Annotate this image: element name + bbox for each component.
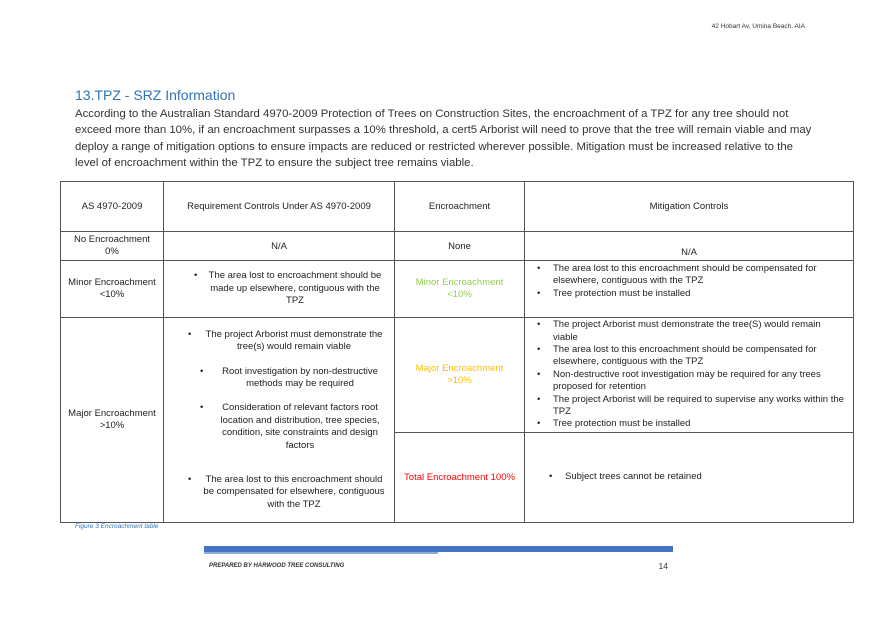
table-row-total: Total Encroachment 100% Subject trees ca…: [61, 432, 854, 523]
col-header-encroachment: Encroachment: [394, 181, 525, 232]
list-item: Non-destructive root investigation may b…: [535, 369, 847, 394]
no-enc-encroachment: None: [394, 231, 525, 261]
page-number: 14: [658, 561, 668, 571]
list-item: Consideration of relevant factors root l…: [186, 402, 388, 452]
minor-requirements: The area lost to encroachment should be …: [163, 260, 395, 318]
list-item: Root investigation by non-destructive me…: [186, 366, 388, 391]
list-item: The area lost to this encroachment shoul…: [186, 474, 388, 511]
footer-prepared-by: PREPARED BY HARWOOD TREE CONSULTING: [209, 563, 345, 569]
major-encroachment: Major Encroachment>10%: [394, 317, 525, 433]
list-item: The project Arborist must demonstrate th…: [186, 329, 388, 354]
list-item: Tree protection must be installed: [535, 418, 847, 431]
list-item: The area lost to encroachment should be …: [192, 270, 384, 307]
intro-paragraph: According to the Australian Standard 497…: [75, 108, 812, 170]
col-header-requirements: Requirement Controls Under AS 4970-2009: [163, 181, 395, 232]
no-enc-mitigation: N/A: [524, 231, 854, 261]
col-header-standard: AS 4970-2009: [60, 181, 164, 232]
header-address: 42 Hobart Av, Umina Beach. AIA: [711, 23, 805, 30]
figure-caption: Figure 3 Encroachment table: [75, 523, 159, 530]
list-item: The area lost to this encroachment shoul…: [535, 344, 847, 369]
row-label-major: Major Encroachment>10%: [60, 317, 164, 523]
total-encroachment: Total Encroachment 100%: [394, 432, 525, 523]
encroachment-table: AS 4970-2009 Requirement Controls Under …: [60, 181, 854, 523]
minor-encroachment: Minor Encroachment<10%: [394, 260, 525, 318]
no-enc-requirement: N/A: [163, 231, 395, 261]
total-mitigation: Subject trees cannot be retained: [524, 432, 854, 523]
section-title: 13.TPZ - SRZ Information: [75, 87, 236, 103]
footer-divider-bar: [204, 546, 673, 552]
list-item: The project Arborist must demonstrate th…: [535, 319, 847, 344]
col-header-mitigation: Mitigation Controls: [524, 181, 854, 232]
minor-mitigation: The area lost to this encroachment shoul…: [524, 260, 854, 318]
table-header-row: AS 4970-2009 Requirement Controls Under …: [60, 181, 854, 232]
list-item: Subject trees cannot be retained: [547, 471, 847, 484]
footer-divider-accent: [204, 552, 438, 554]
table-row-major: Major Encroachment>10% The project Arbor…: [60, 317, 854, 523]
row-label-minor: Minor Encroachment<10%: [60, 260, 164, 318]
table-row-minor: Minor Encroachment<10% The area lost to …: [60, 260, 854, 318]
major-requirements: The project Arborist must demonstrate th…: [163, 317, 395, 523]
list-item: The project Arborist will be required to…: [535, 394, 847, 419]
list-item: The area lost to this encroachment shoul…: [535, 263, 847, 288]
list-item: Tree protection must be installed: [535, 288, 847, 301]
major-mitigation: The project Arborist must demonstrate th…: [524, 317, 854, 433]
